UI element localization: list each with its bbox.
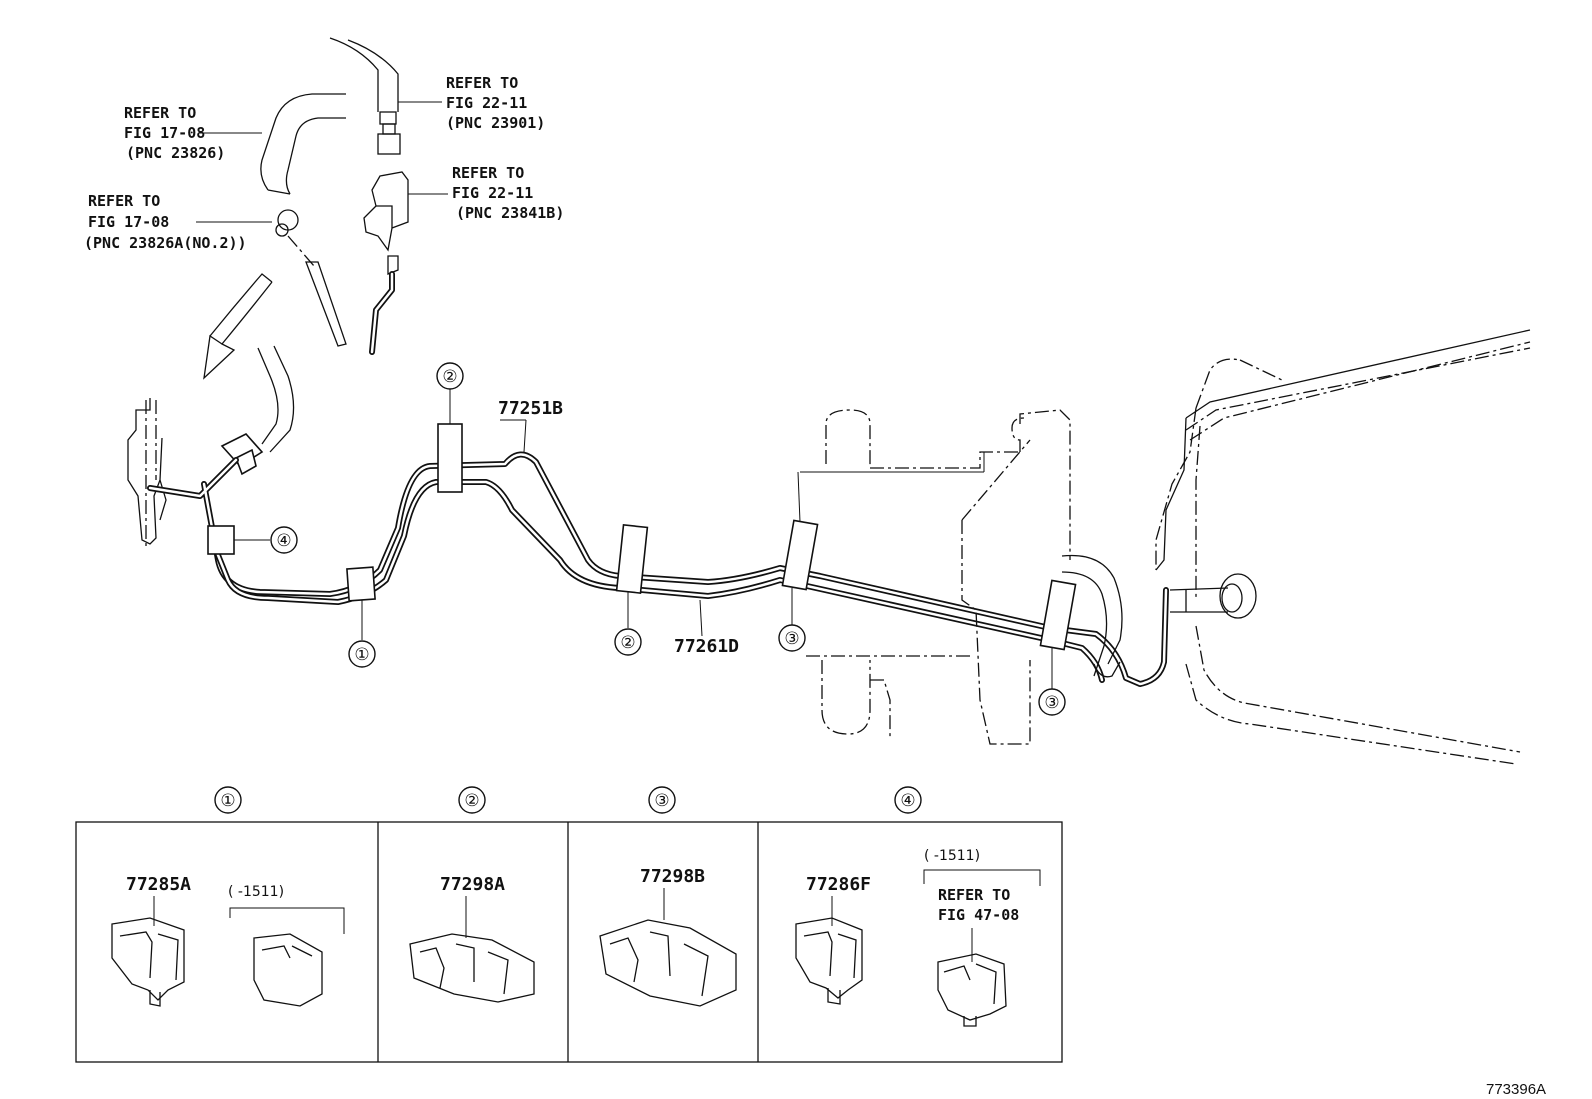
ref-4708-line1: REFER TO xyxy=(938,886,1010,904)
table-callout-1: ① xyxy=(220,791,235,811)
ref-23901-line1: REFER TO xyxy=(446,74,518,92)
part-label-77261d: 77261D xyxy=(674,636,739,657)
callout-2-main-top: ② xyxy=(436,362,464,390)
ref-23841b-line2: FIG 22-11 xyxy=(452,184,533,202)
clip-23826a-illustration xyxy=(196,209,347,347)
part-label-77298a: 77298A xyxy=(440,874,505,895)
ref-label-23901: REFER TO FIG 22-11 (PNC 23901) xyxy=(446,74,545,132)
ref-23901-line3: (PNC 23901) xyxy=(446,114,545,132)
connector-23841b-illustration xyxy=(363,171,448,355)
ref-4708-line2: FIG 47-08 xyxy=(938,906,1019,924)
ref-23841b-line3: (PNC 23841B) xyxy=(456,204,564,222)
callout-2-main-bottom-text: ② xyxy=(620,633,635,653)
ref-23826-line1: REFER TO xyxy=(124,104,196,122)
line-clamps xyxy=(207,423,1077,651)
date-range-4: ( -1511) xyxy=(924,848,980,864)
cell-clamp-77298b: 77298B xyxy=(599,866,737,1007)
table-callout-2: ② xyxy=(464,791,479,811)
callout-1-main: ① xyxy=(348,640,376,668)
callout-leaders xyxy=(234,388,1053,690)
callout-4-main: ④ xyxy=(270,526,298,554)
table-callout-4: ④ xyxy=(900,791,915,811)
callout-3-main-right-text: ③ xyxy=(1044,693,1059,713)
part-label-77298b: 77298B xyxy=(640,866,705,887)
callout-3-main-left: ③ xyxy=(778,624,806,652)
ref-23826a-line1: REFER TO xyxy=(88,192,160,210)
clamp-detail-table xyxy=(75,821,1063,1063)
feed-hose-illustration xyxy=(220,345,295,476)
callout-1-main-text: ① xyxy=(354,645,369,665)
callout-2-main-top-text: ② xyxy=(442,367,457,387)
table-header-callouts: ① ② ③ ④ xyxy=(214,786,922,814)
callout-2-main-bottom: ② xyxy=(614,628,642,656)
figure-id: 773396A xyxy=(1486,1081,1546,1098)
callout-4-main-text: ④ xyxy=(276,531,291,551)
direction-arrow-icon xyxy=(203,273,273,380)
ref-23826a-line3: (PNC 23826A(NO.2)) xyxy=(84,234,247,252)
hose-23826-illustration xyxy=(199,93,346,195)
callout-3-main-left-text: ③ xyxy=(784,629,799,649)
frame-rail-illustration xyxy=(1155,329,1531,765)
hose-23901-illustration xyxy=(329,37,442,155)
date-range-1: ( -1511) xyxy=(228,884,284,900)
body-structure-illustration xyxy=(797,409,1123,745)
brake-lines xyxy=(147,451,1169,687)
ref-23826a-line2: FIG 17-08 xyxy=(88,213,169,231)
cell-clamp-77285a: 77285A ( -1511) xyxy=(111,874,345,1007)
ref-label-23826: REFER TO FIG 17-08 (PNC 23826) xyxy=(124,104,225,162)
part-label-77286f: 77286F xyxy=(806,874,871,895)
part-label-77285a: 77285A xyxy=(126,874,191,895)
cell-clamp-77298a: 77298A xyxy=(409,874,535,1003)
ref-23901-line2: FIG 22-11 xyxy=(446,94,527,112)
ref-label-23826a: REFER TO FIG 17-08 (PNC 23826A(NO.2)) xyxy=(84,192,247,252)
part-label-77251b: 77251B xyxy=(498,398,563,419)
left-mount-illustration xyxy=(127,398,167,546)
ref-label-23841b: REFER TO FIG 22-11 (PNC 23841B) xyxy=(452,164,564,222)
ref-23826-line3: (PNC 23826) xyxy=(126,144,225,162)
table-callout-3: ③ xyxy=(654,791,669,811)
ref-23841b-line1: REFER TO xyxy=(452,164,524,182)
ref-23826-line2: FIG 17-08 xyxy=(124,124,205,142)
cell-clamp-77286f: 77286F ( -1511) REFER TO FIG 47-08 xyxy=(795,848,1041,1027)
callout-3-main-right: ③ xyxy=(1038,688,1066,716)
